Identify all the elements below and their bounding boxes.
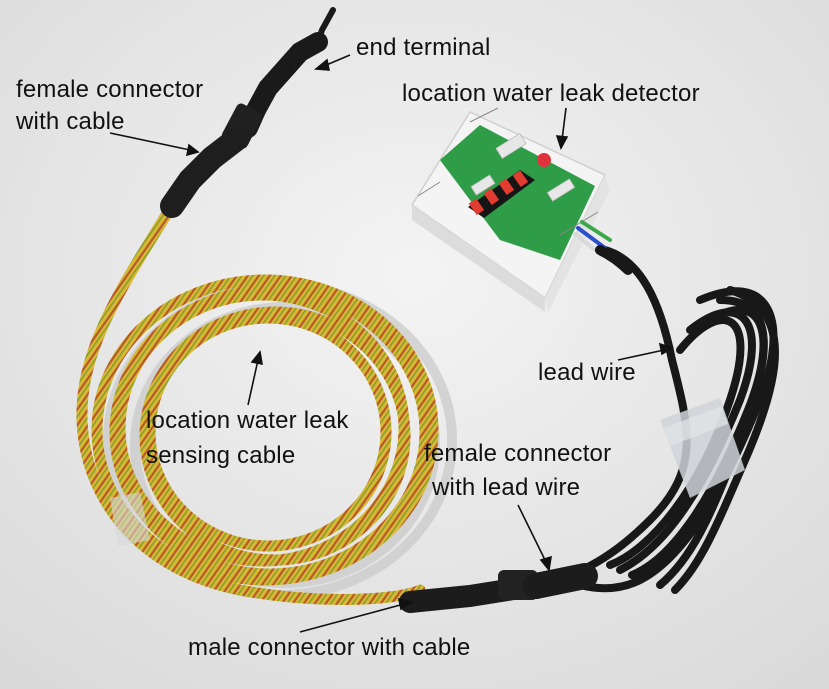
annotation-arrows xyxy=(109,54,674,633)
label-female-connector-with-cable-line2: with cable xyxy=(16,108,125,135)
label-location-water-leak-detector: location water leak detector xyxy=(402,80,700,107)
label-female-connector-with-lead-wire-line1: female connector xyxy=(424,440,612,467)
bottom-connector xyxy=(399,563,598,613)
label-sensing-cable-line2: sensing cable xyxy=(146,442,296,469)
top-connector xyxy=(160,7,336,218)
label-female-connector-with-cable-line1: female connector xyxy=(16,76,204,103)
label-sensing-cable-line1: location water leak xyxy=(146,407,349,434)
label-female-connector-with-lead-wire-line2: with lead wire xyxy=(432,474,581,501)
tape-wrap xyxy=(660,398,745,498)
label-end-terminal: end terminal xyxy=(356,34,491,61)
label-lead-wire: lead wire xyxy=(538,359,636,386)
sensing-cable-coil xyxy=(76,206,439,605)
arrow-female-connector-cable xyxy=(109,132,200,157)
arrow-lead-wire xyxy=(617,342,674,361)
arrow-male-connector xyxy=(299,597,415,633)
detector-device xyxy=(410,107,633,312)
arrow-detector xyxy=(555,107,569,150)
tape-wrap-yellow xyxy=(110,492,150,546)
arrow-sensing-cable xyxy=(247,350,263,406)
arrow-female-connector-lead xyxy=(517,504,552,572)
arrow-end-terminal xyxy=(313,54,351,71)
label-male-connector-with-cable: male connector with cable xyxy=(188,634,471,661)
